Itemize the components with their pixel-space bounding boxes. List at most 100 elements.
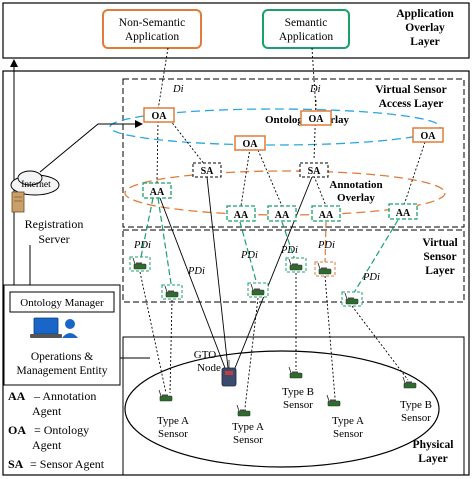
registration-server-label-line1: Registration: [25, 217, 84, 231]
registration-server-label-line2: Server: [38, 232, 69, 246]
internet-label: Internet: [21, 180, 51, 190]
ontology-overlay-ring: [109, 108, 441, 146]
application-layer-label-line2: Overlay: [405, 22, 445, 34]
virtual-sensor-6: [341, 291, 363, 307]
link-sa2-gto: [234, 176, 313, 369]
aa-node-5-label: AA: [396, 208, 411, 219]
aa-node-3-label: AA: [275, 210, 290, 221]
oa-node-2: OA: [234, 135, 266, 151]
ontology-manager-label: Ontology Manager: [20, 297, 104, 309]
physical-network-ring: [124, 350, 440, 468]
link-pdi2-typea-left: [169, 299, 173, 394]
di-label-2: Di: [309, 84, 321, 95]
ontology-manager-box: [9, 291, 115, 313]
gto-node-label-line2: Node: [197, 362, 221, 374]
link-oa2-aa2: [240, 147, 251, 207]
physical-sensor-type-b-mid: [288, 366, 303, 379]
non-semantic-application-box: [102, 9, 202, 49]
link-aa4-pdi5: [324, 221, 327, 266]
link-oa1-aa1: [156, 120, 159, 184]
pdi-label-5: PDi: [317, 240, 335, 251]
application-layer-frame: [2, 2, 470, 59]
link-oa1-sa1: [169, 119, 206, 166]
virtual-sensor-access-layer-label-line1: Virtual Sensor: [375, 84, 446, 96]
internet-cloud: [10, 170, 60, 196]
legend-aa-text-line1: – Annotation: [33, 389, 96, 403]
legend-aa-text-line2: Agent: [32, 404, 62, 418]
physical-sensor-type-a-left: [158, 389, 173, 402]
physical-layer-frame: [122, 336, 465, 476]
physical-layer-label-line2: Layer: [418, 453, 447, 465]
virtual-sensor-layer-label-line2: Sensor: [423, 251, 456, 263]
semantic-application-box: [262, 9, 350, 49]
link-sa1-gto: [206, 176, 229, 369]
non-semantic-application-label-line2: Application: [125, 31, 180, 43]
oa-node-3-label: OA: [309, 114, 325, 125]
link-oa4-aa5: [403, 141, 426, 206]
gto-node-label-line1: GTO: [194, 349, 216, 361]
type-b-mid-label-line2: Sensor: [283, 399, 313, 411]
legend: AA – Annotation Agent OA = Ontology Agen…: [8, 389, 105, 471]
type-a-left-label-line1: Type A: [157, 415, 189, 427]
physical-sensor-type-b-right: [402, 376, 417, 389]
aa-node-2: AA: [226, 205, 256, 222]
legend-aa-abbr: AA: [8, 389, 26, 403]
non-semantic-application-label-line1: Non-Semantic: [119, 17, 185, 29]
type-a-right-label-line2: Sensor: [333, 428, 363, 440]
virtual-sensor-2: [161, 284, 183, 300]
application-layer-label-line3: Layer: [410, 36, 439, 48]
link-pdi6-typeb-right: [351, 305, 409, 381]
physical-sensor-type-a-mid: [236, 404, 251, 417]
annotation-overlay-label-line2: Overlay: [337, 192, 375, 204]
virtual-sensor-access-layer-frame: [122, 78, 465, 228]
server-icon: [11, 191, 25, 213]
annotation-overlay-label-line1: Annotation: [329, 179, 382, 191]
di-label-1: Di: [172, 84, 184, 95]
aa-node-4: AA: [311, 205, 341, 222]
legend-sa-text: = Sensor Agent: [30, 457, 105, 471]
virtual-sensor-access-layer-label-line2: Access Layer: [379, 98, 444, 110]
physical-layer-label-line1: Physical: [413, 439, 454, 451]
application-layer-label-line1: Application: [396, 8, 454, 20]
oa-node-3: OA: [300, 110, 332, 126]
oa-node-4-label: OA: [421, 131, 437, 142]
physical-sensor-type-a-right: [326, 394, 341, 407]
link-aa3-pdi4: [281, 221, 297, 264]
type-a-mid-label-line1: Type A: [232, 421, 264, 433]
annotation-overlay-ring: [124, 170, 446, 216]
link-aa2-pdi3: [239, 221, 259, 289]
arrow-internet-to-oa: [39, 120, 143, 173]
aa-node-3: AA: [267, 205, 297, 222]
link-aa5-pdi6: [351, 219, 399, 297]
type-a-mid-label-line2: Sensor: [233, 434, 263, 446]
type-b-right-label-line1: Type B: [400, 399, 432, 411]
oa-node-1-label: OA: [152, 111, 168, 122]
aa-node-5: AA: [388, 203, 418, 220]
aa-node-1-label: AA: [150, 187, 165, 198]
virtual-sensor-4: [285, 257, 307, 273]
oa-node-4: OA: [412, 127, 444, 143]
link-pdi3-typea-mid: [244, 297, 259, 409]
link-oa2-aa3: [257, 149, 283, 207]
operations-entity-label-line2: Management Entity: [16, 365, 107, 377]
legend-oa-text-line1: = Ontology: [34, 423, 89, 437]
sa-node-2-label: SA: [308, 166, 322, 177]
link-pdi1-typea-left: [139, 271, 167, 394]
sa-node-1-label: SA: [201, 166, 215, 177]
type-a-left-label-line2: Sensor: [158, 428, 188, 440]
link-sa2-aa4: [313, 175, 327, 207]
semantic-application-label-line1: Semantic: [285, 17, 328, 29]
type-a-right-label-line1: Type A: [332, 415, 364, 427]
virtual-sensor-3: [247, 282, 269, 298]
virtual-sensor-5: [314, 261, 336, 277]
virtual-sensor-layer-label-line3: Layer: [425, 265, 454, 277]
link-pdi5-typea-right: [324, 275, 336, 399]
link-di-non-semantic: [157, 47, 169, 111]
legend-oa-text-line2: Agent: [32, 438, 62, 452]
sa-node-1: SA: [192, 162, 222, 178]
link-aa1-gto: [159, 197, 226, 369]
type-b-mid-label-line1: Type B: [282, 386, 314, 398]
link-aa1-pdi1: [139, 197, 154, 263]
aa-node-2-label: AA: [234, 210, 249, 221]
